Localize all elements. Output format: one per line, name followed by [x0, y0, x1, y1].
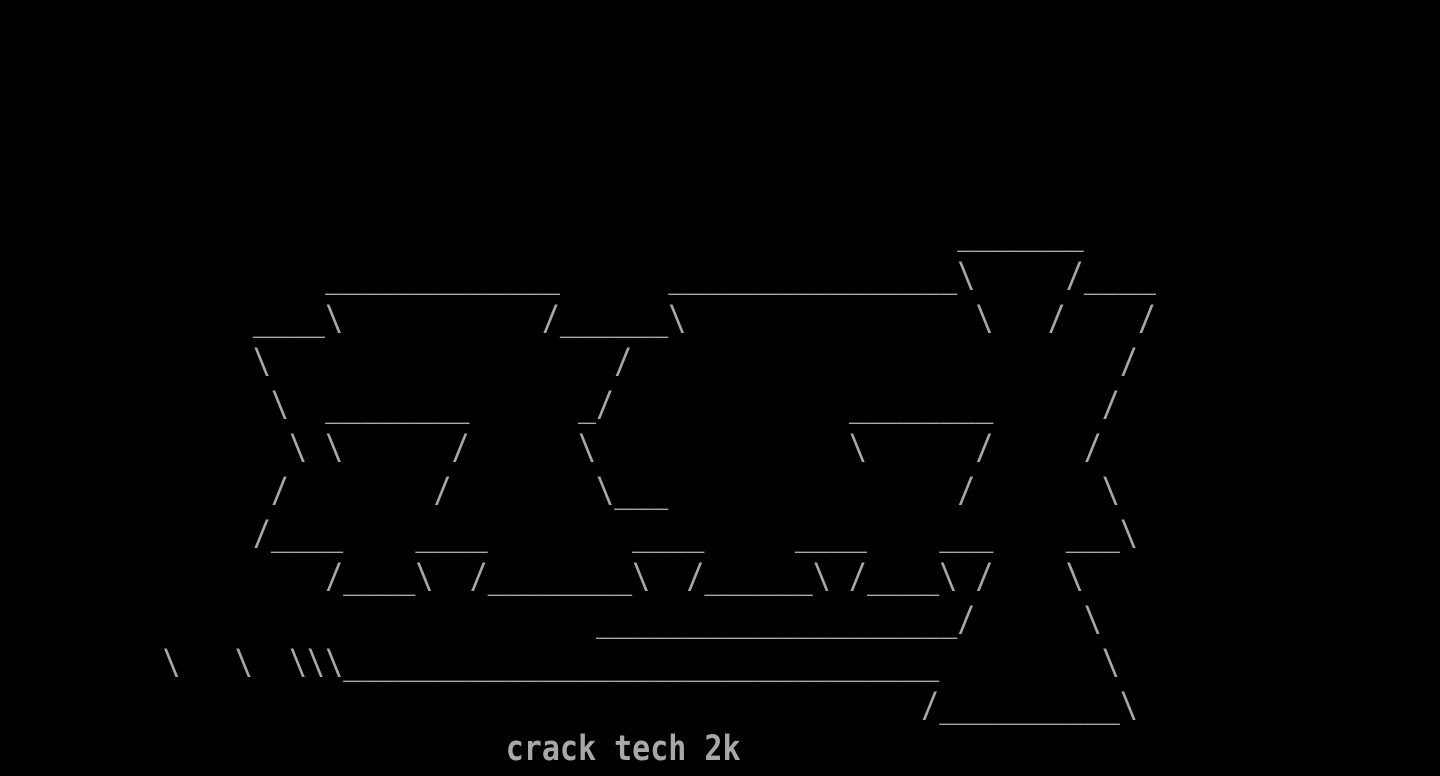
- ascii-art-line: \ ________ _/ ________ /: [0, 385, 1120, 426]
- ascii-art-line: _____________ ________________\ /____: [0, 256, 1156, 297]
- ascii-art-line: ____\ /______\ \ / /: [0, 299, 1156, 340]
- caption-text: crack tech 2k: [0, 729, 741, 770]
- ascii-art-line: \ \ / \ \ / /: [0, 428, 1102, 469]
- ascii-art-line: ____________________/ \: [0, 600, 1102, 641]
- ascii-art-line: \ / /: [0, 342, 1138, 383]
- ascii-art-line: / / \___ / \: [0, 471, 1120, 512]
- terminal-screen: _______ _____________ ________________\ …: [0, 213, 1440, 774]
- ascii-art-line: /__________\: [0, 686, 1138, 727]
- ascii-art-line: \ \ \\\_________________________________…: [0, 643, 1120, 684]
- ascii-art-line: /____ ____ ____ ____ ___ ___\: [0, 514, 1138, 555]
- ascii-art-line: _______: [0, 213, 1084, 254]
- ascii-art-line: /____\ /________\ /______\ /____\ / \: [0, 557, 1084, 598]
